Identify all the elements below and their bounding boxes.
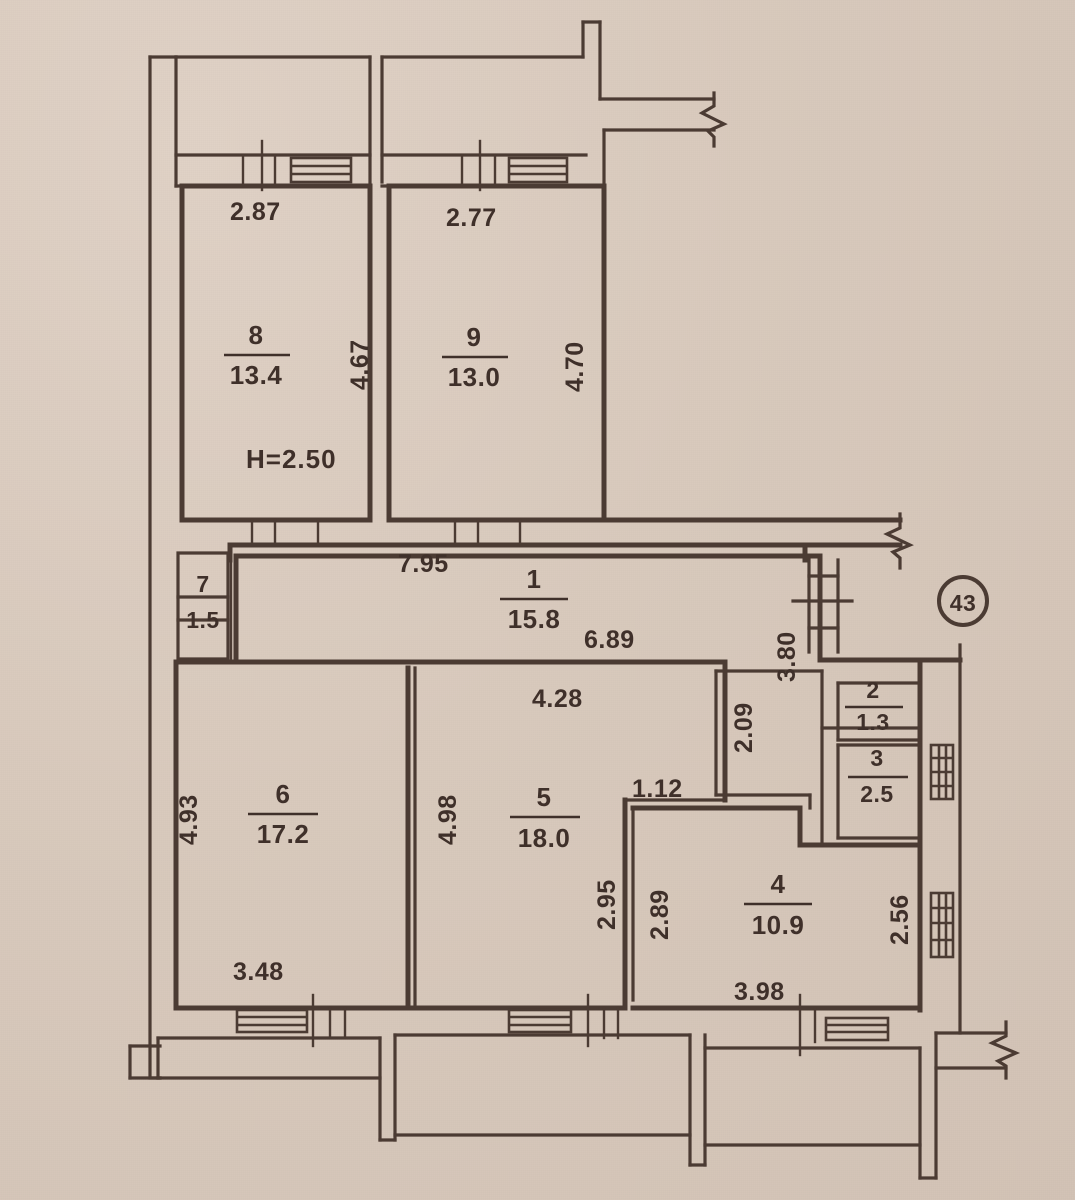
dimension-room4-right-height: 2.56 bbox=[886, 894, 914, 945]
room-3-label: 3 2.5 bbox=[848, 745, 908, 807]
dimension-room4-left-height: 2.89 bbox=[646, 889, 674, 940]
dimension-ticks-bottom bbox=[311, 993, 817, 1057]
room-3-number: 3 bbox=[870, 745, 883, 771]
window-hatch-room6-bottom bbox=[235, 1008, 309, 1034]
room-6-number: 6 bbox=[276, 779, 291, 809]
dimension-top-left-width: 2.87 bbox=[230, 198, 281, 226]
room-3-outline bbox=[836, 743, 922, 840]
window-hatch-room5-bottom bbox=[507, 1008, 573, 1034]
room-1-number: 1 bbox=[527, 564, 542, 594]
dimension-hall-width: 7.95 bbox=[398, 550, 449, 578]
room-9-label: 9 13.0 bbox=[442, 322, 508, 392]
bottom-balcony-left bbox=[156, 1033, 397, 1142]
room-9-number: 9 bbox=[467, 322, 482, 352]
upper-right-riser bbox=[581, 20, 716, 190]
room-8-area: 13.4 bbox=[230, 360, 283, 390]
window-hatch-room8 bbox=[289, 156, 353, 184]
dimension-room8-height: 4.67 bbox=[346, 339, 374, 390]
dimension-room9-height: 4.70 bbox=[561, 341, 589, 392]
room-4-label: 4 10.9 bbox=[744, 869, 812, 940]
window-hatch-room4-bottom bbox=[824, 1016, 890, 1042]
break-line-mid-right bbox=[601, 512, 914, 570]
room-2-number: 2 bbox=[866, 677, 879, 703]
ceiling-height-label: H=2.50 bbox=[246, 444, 337, 474]
room-4-area: 10.9 bbox=[752, 910, 805, 940]
apartment-number-text: 43 bbox=[950, 590, 977, 616]
room-4-number: 4 bbox=[771, 869, 786, 899]
room-2-label: 2 1.3 bbox=[845, 677, 903, 735]
room-8-label: 8 13.4 bbox=[224, 320, 290, 390]
room-6-outline bbox=[173, 665, 418, 1011]
break-line-top-right bbox=[698, 91, 728, 148]
room-2-area: 1.3 bbox=[856, 709, 889, 735]
room-2-outline bbox=[820, 669, 922, 847]
dimension-hall-lower-width: 6.89 bbox=[584, 626, 635, 654]
dimension-room5-height: 4.98 bbox=[434, 794, 462, 845]
dimension-right-height: 3.80 bbox=[773, 631, 801, 682]
room-1-label: 1 15.8 bbox=[500, 564, 568, 634]
window-hatch-right-lower bbox=[929, 891, 955, 959]
room-6-label: 6 17.2 bbox=[248, 779, 318, 849]
dimension-ticks-top bbox=[241, 139, 497, 192]
room-5-outline bbox=[412, 797, 635, 1011]
room-7-label: 7 1.5 bbox=[186, 571, 219, 633]
room-5-area: 18.0 bbox=[518, 823, 571, 853]
room-3-area: 2.5 bbox=[860, 781, 893, 807]
room-9-area: 13.0 bbox=[448, 362, 501, 392]
dimension-room5-right-height: 2.95 bbox=[593, 879, 621, 930]
room-6-area: 17.2 bbox=[257, 819, 310, 849]
room-8-number: 8 bbox=[249, 320, 264, 350]
right-wall-jog bbox=[791, 558, 854, 654]
room-5-label: 5 18.0 bbox=[510, 782, 580, 853]
window-hatch-room9 bbox=[507, 156, 569, 184]
dimension-top-right-width: 2.77 bbox=[446, 204, 497, 232]
room-1-area: 15.8 bbox=[508, 604, 561, 634]
dimension-room6-bottom-width: 3.48 bbox=[233, 958, 284, 986]
dimension-room5-top-width: 4.28 bbox=[532, 685, 583, 713]
room-7-outline bbox=[176, 551, 233, 664]
outer-left-outline bbox=[128, 55, 178, 1080]
room-7-number: 7 bbox=[196, 571, 209, 597]
window-hatch-right-upper bbox=[929, 743, 955, 801]
break-line-bottom-right bbox=[988, 1020, 1021, 1080]
room-5-number: 5 bbox=[537, 782, 552, 812]
room-7-area: 1.5 bbox=[186, 607, 219, 633]
room-4-outline bbox=[623, 793, 923, 1011]
apartment-number-badge: 43 bbox=[937, 575, 989, 627]
dimension-room6-height: 4.93 bbox=[175, 794, 203, 845]
dimension-ticks-mid bbox=[250, 518, 522, 547]
dimension-hall-right-height: 2.09 bbox=[730, 702, 758, 753]
main-outer-wall bbox=[227, 542, 963, 1035]
corridor-room1-lower bbox=[173, 659, 824, 1011]
dimension-room4-bottom-width: 3.98 bbox=[734, 978, 785, 1006]
room-9-outline bbox=[386, 183, 607, 523]
dimension-notch-width: 1.12 bbox=[632, 775, 683, 803]
bottom-balcony-middle bbox=[393, 1033, 707, 1167]
bottom-balcony-right bbox=[703, 1031, 1008, 1180]
